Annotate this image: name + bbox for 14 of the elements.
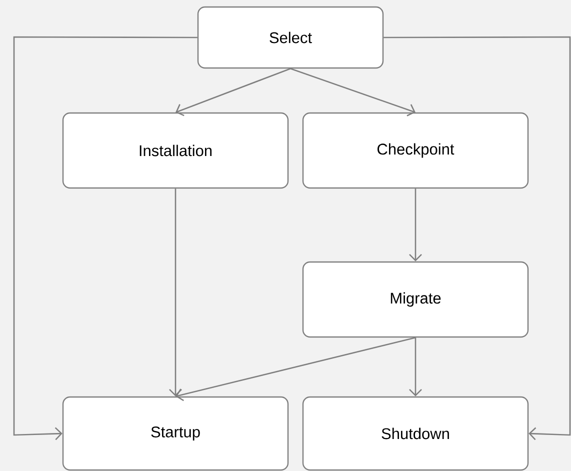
process-box: Installation: [62, 112, 289, 189]
arrow: [290, 68, 416, 116]
process-box: Migrate: [302, 261, 529, 338]
arrow: [409, 338, 422, 396]
arrow: [409, 188, 422, 262]
process-box: Select: [197, 6, 384, 69]
arrow: [384, 36, 571, 440]
arrow: [13, 36, 198, 440]
process-box: Startup: [62, 396, 289, 471]
process-box: Shutdown: [302, 396, 529, 471]
process-box: Checkpoint: [302, 112, 529, 189]
arrow: [169, 188, 182, 396]
arrow: [176, 336, 416, 402]
arrow: [176, 68, 291, 116]
